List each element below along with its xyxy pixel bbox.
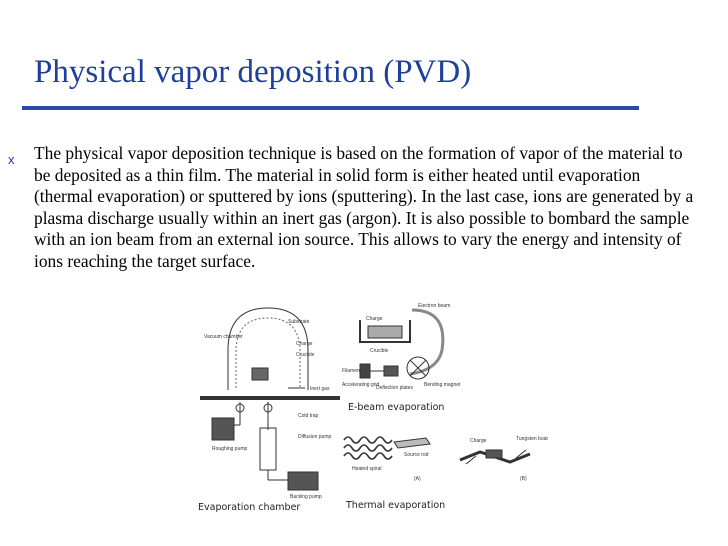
label-deflection-plates: Deflection plates	[376, 385, 413, 391]
label-panel-b: (B)	[520, 476, 527, 482]
pvd-figure: Vacuum chamber Substrate Charge Crucible…	[170, 290, 590, 520]
label-heated-spiral: Heated spiral	[352, 466, 381, 472]
label-source-rod: Source rod	[404, 452, 429, 458]
label-crucible: Crucible	[296, 352, 315, 358]
label-cold-trap: Cold trap	[298, 413, 319, 419]
chamber-labels: Vacuum chamber Substrate Charge Crucible…	[204, 319, 331, 500]
label-roughing-pump: Roughing pump	[212, 446, 248, 452]
label-diffusion-pump: Diffusion pump	[298, 434, 331, 440]
ebeam-labels: Electron beam Charge Crucible Filament A…	[342, 303, 461, 391]
caption-evaporation-chamber: Evaporation chamber	[198, 502, 300, 513]
thermal-labels: Heated spiral Source rod Charge Tungsten…	[352, 436, 548, 482]
label-tungsten-boat: Tungsten boat	[516, 436, 548, 442]
title-underline	[22, 106, 639, 110]
label-vacuum-chamber: Vacuum chamber	[204, 334, 243, 340]
caption-ebeam-evaporation: E-beam evaporation	[348, 402, 444, 413]
label-backing-pump: Backing pump	[290, 494, 322, 500]
label-filament: Filament	[342, 368, 362, 374]
thermal-diagram	[343, 436, 531, 465]
label-substrate: Substrate	[288, 319, 310, 325]
body-paragraph: The physical vapor deposition technique …	[34, 143, 694, 271]
label-accelerating-grid: Accelerating grid	[342, 382, 379, 388]
label-ebeam-charge: Charge	[366, 316, 383, 322]
label-inert-gas: Inert gas	[310, 386, 330, 392]
bullet-marker: x	[8, 152, 15, 167]
slide-title: Physical vapor deposition (PVD)	[34, 54, 472, 90]
label-electron-beam: Electron beam	[418, 303, 450, 309]
label-ebeam-crucible: Crucible	[370, 348, 389, 354]
caption-thermal-evaporation: Thermal evaporation	[345, 500, 445, 511]
label-panel-a: (A)	[414, 476, 421, 482]
evaporation-chamber-diagram	[200, 307, 340, 491]
ebeam-diagram	[359, 308, 445, 380]
label-bending-magnet: Bending magnet	[424, 382, 461, 388]
label-charge: Charge	[296, 341, 313, 347]
label-thermal-charge: Charge	[470, 438, 487, 444]
